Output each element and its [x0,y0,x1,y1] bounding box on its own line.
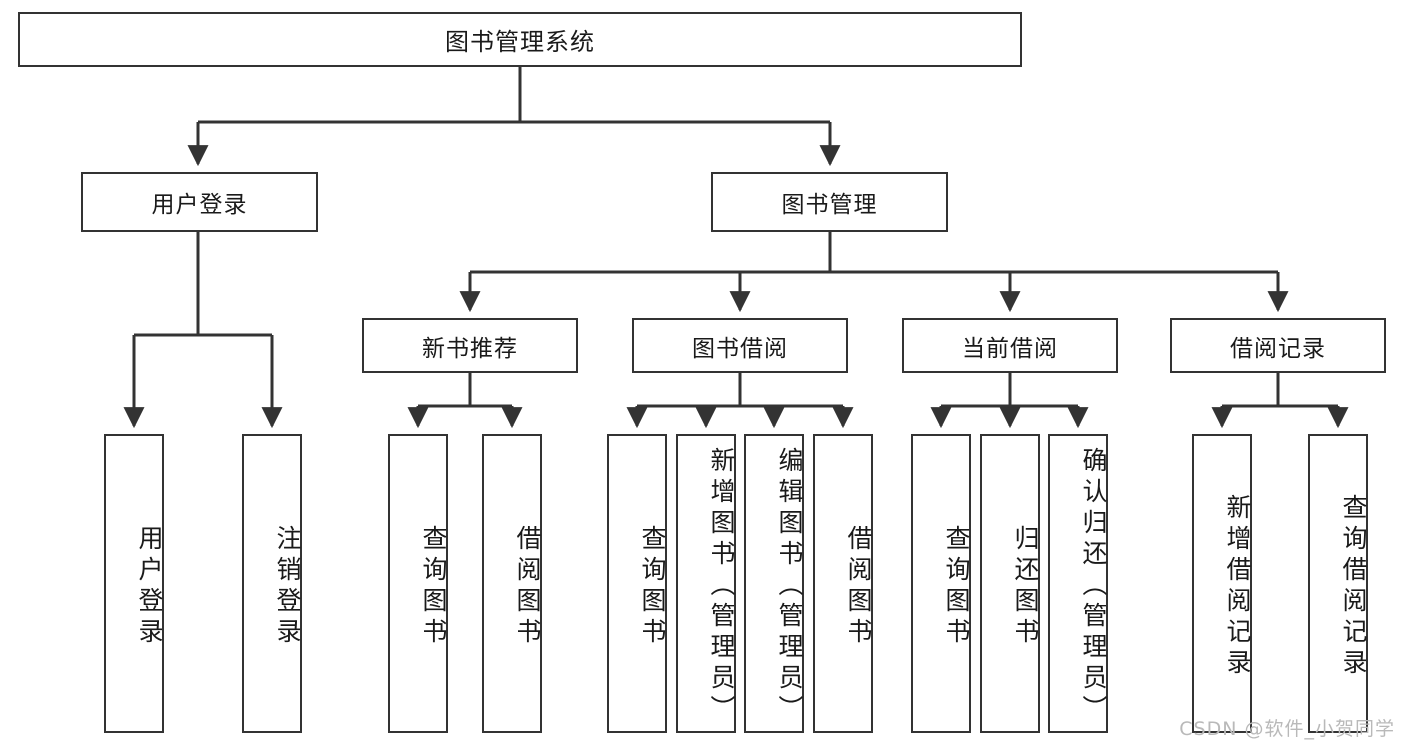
node-label: 注销登录 [273,524,302,649]
node-new-book-recommend[interactable]: 新书推荐 [362,318,578,373]
node-label: 借阅图书 [844,524,873,649]
node-label: 新增借阅记录 [1223,493,1252,680]
node-root-system[interactable]: 图书管理系统 [18,12,1022,67]
node-label: 查询图书 [419,524,448,649]
node-label: 借阅图书 [513,524,542,649]
leaf-new-book-query[interactable]: 查询图书 [388,434,448,733]
node-book-borrow[interactable]: 图书借阅 [632,318,848,373]
node-label: 确认归还（管理员） [1079,447,1108,726]
node-label: 归还图书 [1011,524,1040,649]
node-label: 查询图书 [638,524,667,649]
leaf-book-borrow-edit[interactable]: 编辑图书（管理员） [744,434,804,733]
node-label: 图书管理系统 [445,28,595,56]
node-label: 当前借阅 [962,335,1058,362]
node-borrow-record[interactable]: 借阅记录 [1170,318,1386,373]
leaf-book-borrow-add[interactable]: 新增图书（管理员） [676,434,736,733]
leaf-current-borrow-confirm-return[interactable]: 确认归还（管理员） [1048,434,1108,733]
node-label: 用户登录 [135,524,164,649]
node-label: 新增图书（管理员） [707,447,736,726]
leaf-user-login-signout[interactable]: 注销登录 [242,434,302,733]
watermark-text: CSDN @软件_小贺同学 [1179,718,1395,740]
leaf-book-borrow-query[interactable]: 查询图书 [607,434,667,733]
leaf-current-borrow-return[interactable]: 归还图书 [980,434,1040,733]
leaf-current-borrow-query[interactable]: 查询图书 [911,434,971,733]
node-label: 编辑图书（管理员） [775,447,804,726]
leaf-borrow-record-add[interactable]: 新增借阅记录 [1192,434,1252,733]
node-label: 查询借阅记录 [1339,493,1368,680]
leaf-new-book-borrow[interactable]: 借阅图书 [482,434,542,733]
node-label: 新书推荐 [422,335,518,362]
node-label: 查询图书 [942,524,971,649]
leaf-borrow-record-query[interactable]: 查询借阅记录 [1308,434,1368,733]
leaf-book-borrow-borrow[interactable]: 借阅图书 [813,434,873,733]
node-user-login[interactable]: 用户登录 [81,172,318,232]
node-current-borrow[interactable]: 当前借阅 [902,318,1118,373]
node-label: 用户登录 [151,192,248,218]
leaf-user-login-signin[interactable]: 用户登录 [104,434,164,733]
node-book-management[interactable]: 图书管理 [711,172,948,232]
node-label: 图书管理 [781,192,878,218]
node-label: 图书借阅 [692,335,788,362]
node-label: 借阅记录 [1230,335,1326,362]
